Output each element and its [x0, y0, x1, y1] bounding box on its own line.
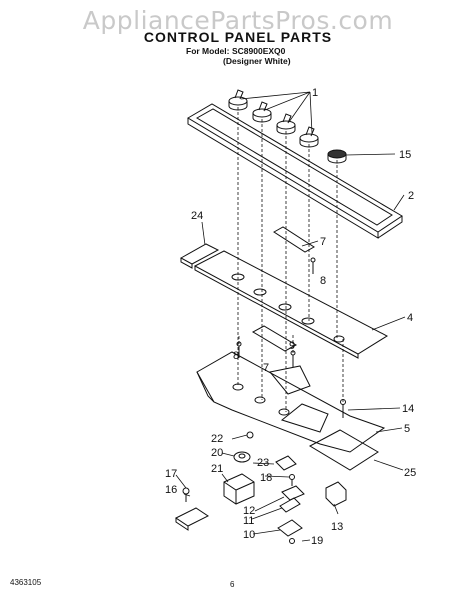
label-part-23[interactable] — [275, 455, 297, 471]
callout-1: 1 — [312, 87, 318, 99]
knob-part-20[interactable] — [233, 451, 251, 463]
callout-21: 21 — [211, 463, 223, 475]
bracket-part-7-upper[interactable] — [273, 226, 315, 253]
callout-12: 12 — [243, 505, 255, 517]
trim-strip-part-24[interactable] — [179, 243, 220, 269]
callout-9: 9 — [289, 340, 295, 352]
switch-part-10[interactable] — [277, 519, 303, 537]
terminal-block-part-16[interactable] — [175, 507, 209, 531]
watermark: AppliancePartsPros.com — [82, 6, 394, 35]
callout-24: 24 — [191, 210, 203, 222]
callout-8-lower: 8 — [233, 350, 239, 362]
callout-7-lower: 7 — [263, 362, 269, 374]
model-variant: (Designer White) — [223, 56, 291, 66]
screw-part-19[interactable] — [289, 538, 295, 544]
screw-part-18[interactable] — [289, 474, 295, 487]
screw-part-9[interactable] — [290, 350, 296, 367]
clip-part-12[interactable] — [281, 485, 305, 501]
callout-19: 19 — [311, 535, 323, 547]
callout-11: 11 — [243, 515, 254, 527]
callout-8-upper: 8 — [320, 275, 326, 287]
callout-20: 20 — [211, 447, 223, 459]
callout-23: 23 — [257, 457, 269, 469]
knob-part-15[interactable] — [327, 149, 347, 164]
callout-2: 2 — [408, 190, 414, 202]
screw-part-8[interactable] — [310, 257, 316, 274]
screw-part-14[interactable] — [340, 399, 346, 419]
callout-22: 22 — [211, 433, 223, 445]
callout-4: 4 — [407, 312, 413, 324]
alignment-lines — [237, 107, 344, 412]
switch-part-13[interactable] — [325, 481, 347, 507]
callout-17: 17 — [165, 468, 177, 480]
control-bezel-part-2[interactable] — [187, 103, 403, 239]
diagram-title: CONTROL PANEL PARTS — [143, 29, 333, 45]
callout-25: 25 — [404, 467, 416, 479]
callout-10: 10 — [243, 529, 255, 541]
screw-part-22[interactable] — [246, 431, 254, 439]
bracket-part-11[interactable] — [279, 497, 301, 513]
callout-14: 14 — [402, 403, 414, 415]
control-backplate-part-5[interactable] — [196, 351, 386, 453]
callout-18: 18 — [260, 472, 272, 484]
callout-15: 15 — [399, 149, 411, 161]
page-number: 6 — [230, 580, 235, 589]
callout-7-upper: 7 — [320, 236, 326, 248]
leader-lines — [175, 91, 406, 542]
model-number: SC8900EXQ0 — [232, 46, 286, 56]
switch-part-21[interactable] — [223, 473, 255, 505]
callout-13: 13 — [331, 521, 343, 533]
rear-bracket-part-25[interactable] — [308, 429, 379, 471]
callout-5: 5 — [404, 423, 410, 435]
bracket-part-7-lower[interactable] — [251, 325, 298, 352]
callout-16: 16 — [165, 484, 177, 496]
model-label: For Model: — [186, 46, 230, 56]
callout-labels: 1 15 2 24 7 8 4 8 7 9 14 5 22 20 23 21 2… — [165, 87, 416, 547]
document-number: 4363105 — [10, 578, 42, 587]
